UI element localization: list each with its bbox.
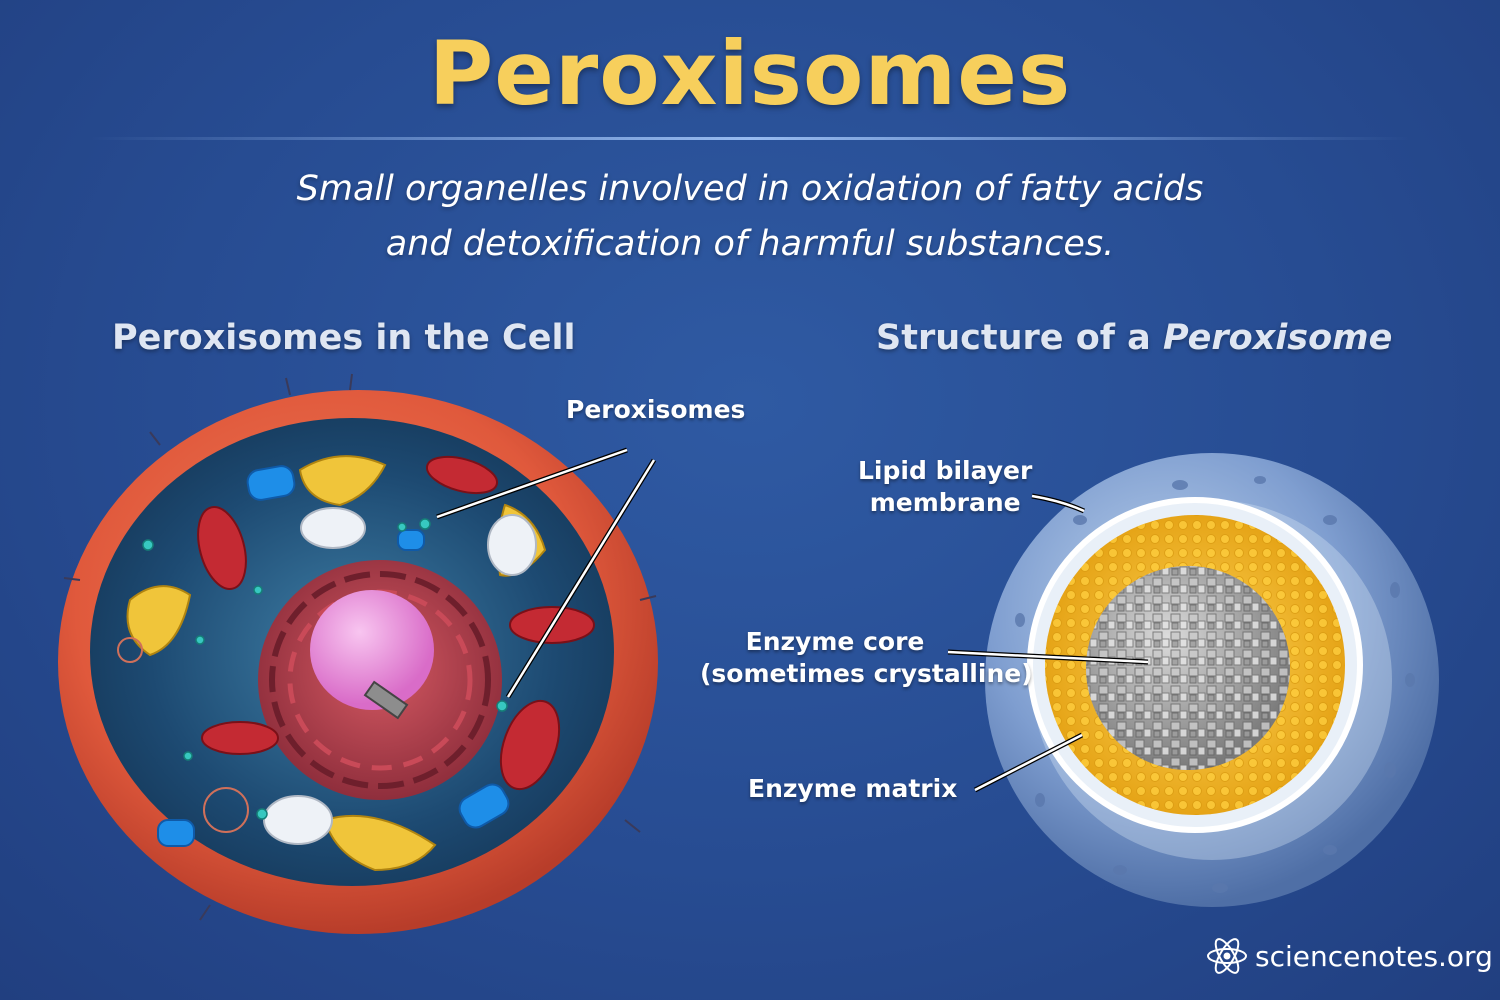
vesicles [157,465,510,847]
site-logo[interactable]: sciencenotes.org [1205,932,1493,980]
atom-icon [1207,938,1247,974]
membrane-label-line-1: Lipid bilayer [858,456,1033,485]
lysosomes [117,637,249,833]
enzyme-core-label-title: Enzyme core [745,627,925,656]
animal-cell-illustration [58,373,658,934]
secretory-vesicles [263,507,537,845]
page-title: Peroxisomes [428,22,1072,125]
logo-text: sciencenotes.org [1255,939,1493,973]
enzyme-core-label-note: (sometimes crystalline) [700,659,1033,688]
enzyme-core-label: Enzyme core (sometimes crystalline) [700,626,1033,690]
structure-title-emphasis: Peroxisome [1162,318,1393,358]
structure-callout-lines-highlight [947,494,1149,792]
structure-title-prefix: Structure of a [876,318,1163,358]
membrane-pores [1015,476,1415,893]
structure-section-title: Structure of a Peroxisome [876,318,1392,358]
subtitle-line-2: and detoxification of harmful substances… [385,224,1115,264]
cell-surface-spikes [63,373,657,921]
peroxisome-dots [142,518,508,820]
subtitle-line-1: Small organelles involved in oxidation o… [296,169,1204,209]
enzyme-matrix-label: Enzyme matrix [748,774,958,803]
membrane-label-line-2: membrane [869,488,1021,517]
mitochondria [197,455,595,791]
peroxisomes-label: Peroxisomes [566,395,746,424]
membrane-label: Lipid bilayer membrane [858,455,1032,519]
nucleus [258,560,502,800]
peroxisomes-callout-lines-highlight [436,448,656,698]
title-divider [90,137,1410,140]
page-subtitle: Small organelles involved in oxidation o… [150,162,1350,272]
peroxisome-structure-illustration [947,453,1439,907]
nucleolus [310,590,434,710]
cell-section-title: Peroxisomes in the Cell [112,318,576,358]
